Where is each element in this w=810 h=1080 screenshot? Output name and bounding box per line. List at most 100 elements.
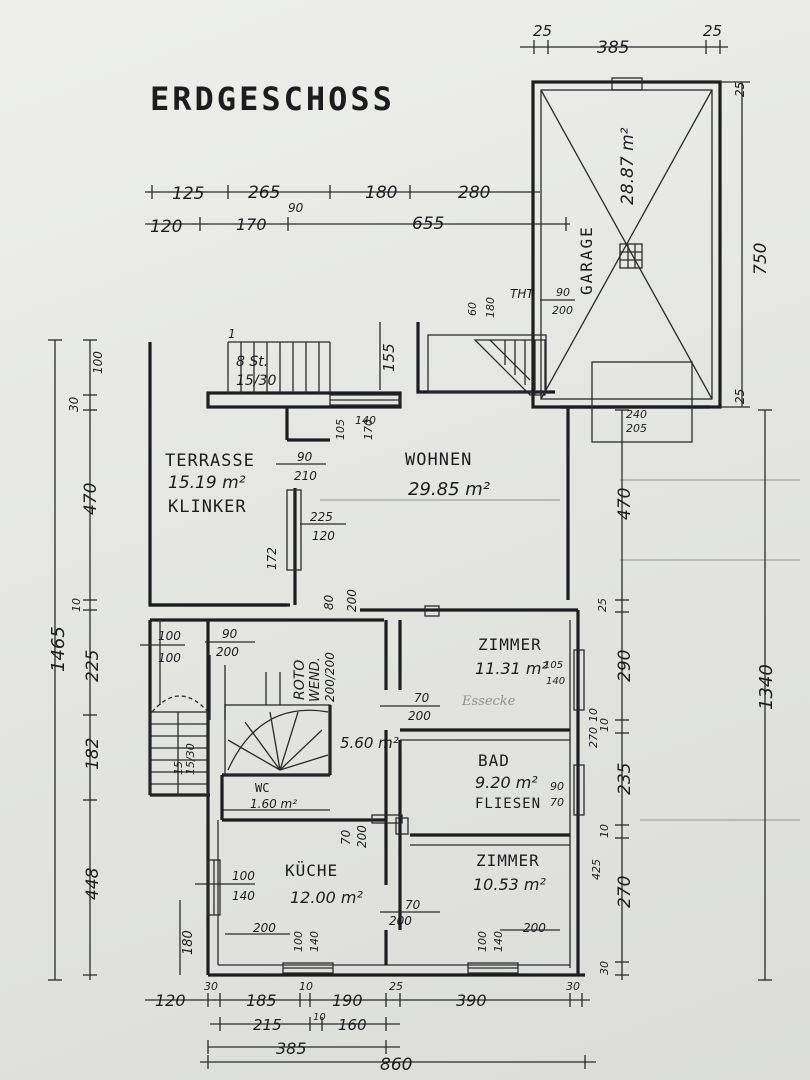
dim-win-105: 105 xyxy=(334,419,347,440)
zimmer2-area: 10.53 m² xyxy=(473,875,546,894)
dim-right-235: 235 xyxy=(615,763,635,795)
dim-ter-210: 210 xyxy=(294,469,317,483)
garage-top-dimension: 25 385 25 xyxy=(520,22,728,58)
dim-bot-25: 25 xyxy=(389,980,403,993)
dim-bot-390: 390 xyxy=(456,991,487,1010)
windows xyxy=(207,394,585,974)
background-marks xyxy=(320,479,800,821)
kueche-area: 12.00 m² xyxy=(290,888,363,907)
dim-st-15-30: 15/30 xyxy=(184,743,197,775)
dim-r1-90: 90 xyxy=(288,201,304,215)
dim-hall-90: 90 xyxy=(222,627,238,641)
dim-k-100b: 100 xyxy=(292,931,305,952)
garage-right-dimension: 25 750 25 xyxy=(720,81,771,408)
terrasse-area: 15.19 m² xyxy=(168,473,246,493)
dim-hall-100b: 100 xyxy=(158,651,181,665)
zimmer1-area: 11.31 m² xyxy=(475,659,548,678)
dim-right-1340: 1340 xyxy=(756,664,777,710)
dim-z2-100: 100 xyxy=(476,931,489,952)
dim-bot-185: 185 xyxy=(246,991,277,1010)
dim-z2-140: 140 xyxy=(492,931,505,952)
spiral-stair: ROTO WEND. 200/200 xyxy=(224,652,337,776)
dim-garage-750: 750 xyxy=(751,243,771,275)
dim-bot-30b: 30 xyxy=(566,980,580,993)
dim-win-170: 170 xyxy=(362,419,375,440)
dim-mid-200: 200 xyxy=(345,589,359,612)
terrace-stairs: 1 8 St. 15/30 xyxy=(227,327,331,393)
dim-hall-200: 200 xyxy=(216,645,239,659)
dim-right-10: 10 xyxy=(598,718,611,732)
plan-title: ERDGESCHOSS xyxy=(150,80,395,118)
dim-ter-90: 90 xyxy=(297,450,313,464)
dim-garage-25b: 25 xyxy=(733,389,747,404)
dim-gar-tht: THT xyxy=(510,287,535,301)
dim-box-205: 205 xyxy=(626,422,647,435)
dim-gar-200: 200 xyxy=(552,304,573,317)
dim-bot-385: 385 xyxy=(276,1039,307,1058)
dim-entry-155: 155 xyxy=(380,343,398,372)
dim-r1-280: 280 xyxy=(458,183,490,203)
dim-bot-860: 860 xyxy=(380,1055,412,1075)
dim-k-140b: 140 xyxy=(308,931,321,952)
dim-left-448: 448 xyxy=(83,867,103,900)
garage-area: 28.87 m² xyxy=(618,127,638,205)
stair-label-size: 200/200 xyxy=(323,652,337,702)
stair-label-wend: WEND. xyxy=(308,657,323,702)
dim-right-290: 290 xyxy=(615,650,635,682)
dim-left-10: 10 xyxy=(70,598,83,612)
dim-bot-120: 120 xyxy=(155,991,186,1010)
bottom-dimensions: 30 120 185 10 190 25 390 30 215 10 160 3… xyxy=(145,980,596,1075)
zimmer1-label: ZIMMER xyxy=(478,635,542,654)
dim-gar-180: 180 xyxy=(484,297,497,318)
terrasse-label: TERRASSE xyxy=(165,451,255,471)
terrasse-material: KLINKER xyxy=(168,497,247,517)
dim-bot-10a: 10 xyxy=(299,980,313,993)
dim-gar-90: 90 xyxy=(556,286,570,299)
dim-left-180: 180 xyxy=(181,930,196,955)
dim-bot-215: 215 xyxy=(253,1016,282,1034)
dim-bot-30a: 30 xyxy=(204,980,218,993)
dim-r2-655: 655 xyxy=(412,214,444,234)
house-walls xyxy=(148,322,710,977)
dim-st-15: 15 xyxy=(172,761,185,775)
dim-bot-190: 190 xyxy=(332,991,363,1010)
dim-hall-100a: 100 xyxy=(158,629,181,643)
dim-left-182: 182 xyxy=(83,738,103,770)
dim-left-470: 470 xyxy=(81,483,101,515)
hall-stairs: 15/30 15 xyxy=(149,695,209,796)
handwritten-note: Essecke xyxy=(461,694,516,709)
wohnen-area: 29.85 m² xyxy=(408,479,490,500)
dim-door-200: 200 xyxy=(408,709,431,723)
dimension-row-1: 125 265 90 180 280 xyxy=(145,183,540,215)
dim-right-425: 425 xyxy=(590,859,603,880)
dim-bad-10: 10 xyxy=(587,708,600,722)
dim-left-1465: 1465 xyxy=(48,626,69,672)
dim-box-240: 240 xyxy=(626,408,647,421)
dim-right-25: 25 xyxy=(596,598,609,612)
entry-stairs: 60 180 THT 90 200 xyxy=(466,286,575,396)
dim-stair-8: 8 St. xyxy=(236,354,268,370)
wc-area: 1.60 m² xyxy=(250,797,297,811)
bad-material: FLIESEN xyxy=(475,796,541,812)
dim-garage-25a: 25 xyxy=(733,82,747,97)
stair-label-roto: ROTO xyxy=(292,660,308,700)
dim-top-25b: 25 xyxy=(703,22,722,40)
dim-gar-60: 60 xyxy=(466,302,479,316)
dim-z1-140: 140 xyxy=(546,676,565,687)
dim-k-140: 140 xyxy=(232,889,255,903)
zimmer2-label: ZIMMER xyxy=(476,851,540,870)
garage: 28.87 m² GARAGE xyxy=(531,77,722,409)
dim-kd2-70: 70 xyxy=(405,898,421,912)
dim-r1-265: 265 xyxy=(248,183,280,203)
dim-ter-120: 120 xyxy=(312,529,335,543)
right-dimensions: 470 25 290 10 235 10 425 270 30 1340 xyxy=(590,409,777,981)
dim-right-470: 470 xyxy=(615,488,635,520)
dim-left-225: 225 xyxy=(83,650,103,682)
left-dimensions: 30 100 470 10 1465 225 182 448 180 xyxy=(48,339,196,981)
room-labels: TERRASSE 15.19 m² KLINKER WOHNEN 29.85 m… xyxy=(165,450,548,907)
dim-r2-120: 120 xyxy=(150,217,182,237)
dim-r1-125: 125 xyxy=(172,184,204,204)
dim-mid-80: 80 xyxy=(322,594,336,610)
